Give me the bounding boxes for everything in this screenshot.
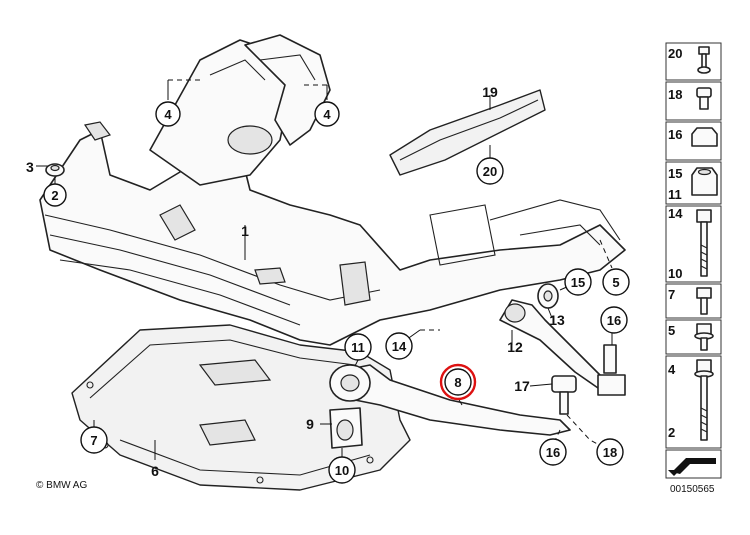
nut-icon (691, 127, 718, 147)
callout-16a: 16 (607, 313, 621, 328)
callout-18-circle (596, 438, 624, 466)
highlight-ring (439, 363, 477, 401)
drawing-code: 00150565 (670, 484, 715, 495)
callout-8: 8 (454, 375, 461, 390)
long-bolt-icon (696, 209, 712, 277)
callout-8-circle (444, 368, 472, 396)
callout-14: 14 (392, 339, 407, 354)
bushing-13 (537, 283, 559, 309)
callout-7: 7 (90, 433, 97, 448)
callout-1: 1 (241, 223, 249, 239)
bolt-icon (697, 46, 711, 74)
control-arm-8 (329, 364, 571, 436)
callout-16b: 16 (546, 445, 560, 460)
callout-4a-circle (155, 101, 181, 127)
legend-label-20: 20 (668, 46, 682, 61)
callout-15: 15 (571, 275, 585, 290)
callout-3: 3 (26, 159, 34, 175)
copyright-text: © BMW AG (36, 480, 88, 491)
legend-label-10: 10 (668, 266, 682, 281)
control-arm-12 (499, 299, 626, 396)
callout-17: 17 (514, 378, 530, 394)
callout-16b-circle (539, 438, 567, 466)
callout-5-circle (602, 268, 630, 296)
callout-2-circle (43, 183, 67, 207)
arrow-icon (668, 458, 716, 476)
legend-label-5: 5 (668, 323, 675, 338)
bolt-icon (696, 287, 712, 315)
callout-6: 6 (151, 463, 159, 479)
callout-4a: 4 (164, 107, 172, 122)
callout-19: 19 (482, 84, 498, 100)
callout-9: 9 (306, 416, 314, 432)
mount-washer (45, 163, 65, 177)
callout-4b-circle (314, 101, 340, 127)
callout-18: 18 (603, 445, 617, 460)
callout-4b: 4 (323, 107, 331, 122)
callout-5: 5 (612, 275, 619, 290)
callout-14-circle (385, 332, 413, 360)
callout-2: 2 (51, 188, 58, 203)
callout-13: 13 (549, 312, 565, 328)
legend-label-18: 18 (668, 87, 682, 102)
fastener-legend: 20 18 16 15 11 14 10 7 5 4 2 (665, 42, 722, 479)
callouts: 3 2 4 4 1 19 20 15 5 13 16 12 14 11 8 17… (26, 84, 630, 484)
legend-label-2: 2 (668, 425, 675, 440)
callout-12: 12 (507, 339, 523, 355)
front-subframe (39, 121, 626, 346)
callout-15-circle (564, 268, 592, 296)
callout-16a-circle (600, 306, 628, 334)
heat-shield (389, 89, 546, 176)
callout-7-circle (80, 426, 108, 454)
long-bolt-icon (694, 359, 714, 441)
legend-label-11: 11 (668, 187, 682, 202)
strut-tower-right (244, 34, 331, 146)
legend-label-4: 4 (668, 362, 676, 377)
legend-label-15: 15 (668, 166, 682, 181)
callout-20: 20 (483, 164, 497, 179)
bushing-9 (329, 407, 363, 449)
callout-20-circle (476, 157, 504, 185)
legend-label-7: 7 (668, 287, 675, 302)
bolt-icon (696, 87, 712, 110)
callout-10: 10 (335, 463, 349, 478)
legend-label-14: 14 (668, 206, 683, 221)
bolt-icon (694, 323, 714, 351)
legend-label-16: 16 (668, 127, 682, 142)
callout-10-circle (328, 456, 356, 484)
ball-joint-17 (551, 375, 577, 415)
callout-11-circle (344, 333, 372, 361)
callout-11: 11 (351, 340, 365, 355)
nut-icon (691, 167, 718, 196)
